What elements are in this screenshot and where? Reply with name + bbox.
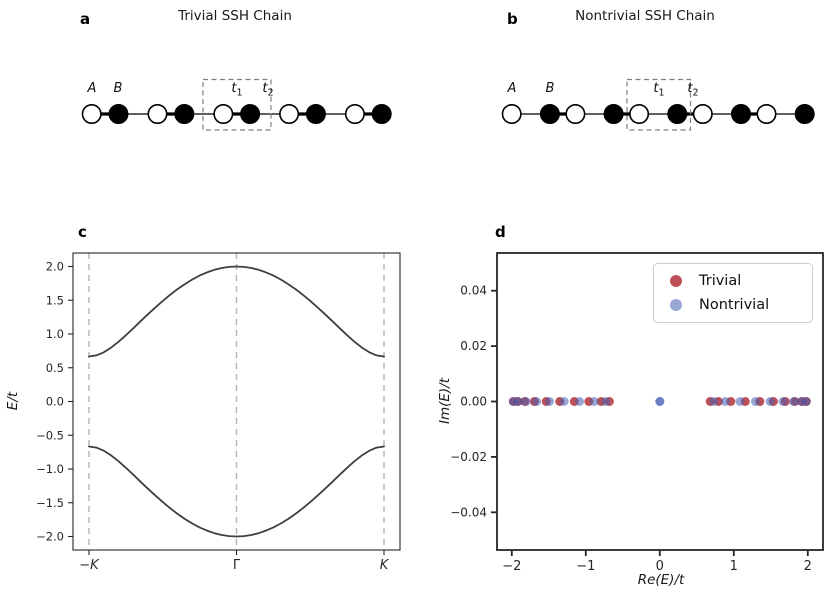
chain-site-open [692,104,713,125]
y-axis-label-band: E/t [5,391,21,411]
scatter-point-nontrivial [789,397,799,406]
nontrivial-marker-icon [670,298,682,311]
y-tick-label: −0.02 [450,450,487,464]
site-label-A: A [507,81,517,96]
x-tick-label: 0 [656,559,664,574]
bond-label-t1: t1 [653,81,665,99]
chain-site-open [279,104,300,125]
y-tick-label: 0.04 [460,284,487,298]
chain-site-open [213,104,234,125]
bond-label-t2: t2 [262,81,274,99]
scatter-point-nontrivial [513,397,523,406]
band-curve [88,265,385,358]
scatter-point-nontrivial [750,397,760,406]
scatter-point-nontrivial [735,397,745,406]
site-label-B: B [113,81,123,96]
legend: Trivial Nontrivial [653,263,813,323]
chain-site-filled [108,104,129,125]
scatter-point-nontrivial [720,397,730,406]
scatter-point-nontrivial [575,397,585,406]
y-tick-label: −2.0 [36,530,64,544]
bond-label-t2: t2 [687,81,699,99]
chain-site-filled [174,104,195,125]
legend-entry-nontrivial: Nontrivial [654,297,812,313]
y-tick-label: −1.0 [36,462,64,476]
scatter-point-nontrivial [521,397,531,406]
panel-letter-b: b [507,10,518,28]
scatter-point-nontrivial [765,397,775,406]
chain-site-open [756,104,777,125]
y-tick-label: 0.0 [46,395,64,409]
chain-site-open [501,104,522,125]
unit-cell-box [626,78,692,131]
band-curve [88,445,385,538]
chain-site-open [81,104,102,125]
scatter-point-nontrivial [778,397,788,406]
scatter-point-nontrivial [589,397,599,406]
site-label-A: A [87,81,97,96]
x-tick-label: −K [79,558,100,573]
chain-site-open [565,104,586,125]
chain-site-filled [539,104,560,125]
title-nontrivial-chain: Nontrivial SSH Chain [575,8,715,24]
scatter-point-nontrivial [655,397,665,406]
y-tick-label: −0.04 [450,505,487,519]
scatter-point-nontrivial [801,397,811,406]
x-tick-label: K [380,558,390,573]
legend-label-trivial: Trivial [699,273,742,290]
bond-label-t1: t1 [231,81,243,99]
panel-letter-c: c [78,223,87,241]
chain-site-filled [730,104,751,125]
y-tick-label: −1.5 [36,496,64,510]
y-tick-label: 0.02 [460,339,487,353]
site-label-B: B [545,81,555,96]
chain-site-filled [371,104,392,125]
y-tick-label: −0.5 [36,428,64,442]
chain-site-filled [240,104,261,125]
trivial-marker-icon [670,275,682,288]
x-tick-label: 1 [730,559,738,574]
chain-site-open [147,104,168,125]
panel-letter-a: a [80,10,91,28]
chain-site-open [344,104,365,125]
panel-letter-d: d [495,223,506,241]
scatter-point-nontrivial [544,397,554,406]
x-tick-label: Γ [233,558,241,573]
x-axis-label-spectrum: Re(E)/t [637,572,685,588]
x-tick-label: −2 [502,559,521,574]
chain-site-filled [603,104,624,125]
x-tick-label: 2 [804,559,812,574]
chain-site-filled [667,104,688,125]
x-tick-label: −1 [576,559,595,574]
scatter-point-nontrivial [601,397,611,406]
chain-site-filled [794,104,815,125]
scatter-point-nontrivial [532,397,542,406]
y-tick-label: 1.5 [46,293,64,307]
unit-cell-box [202,78,272,131]
y-tick-label: 1.0 [46,327,64,341]
title-trivial-chain: Trivial SSH Chain [178,8,292,24]
scatter-point-nontrivial [709,397,719,406]
legend-label-nontrivial: Nontrivial [699,296,770,313]
scatter-point-nontrivial [559,397,569,406]
y-tick-label: 0.00 [460,395,487,409]
y-tick-label: 2.0 [46,260,64,274]
chain-site-filled [305,104,326,125]
y-axis-label-spectrum: Im(E)/t [437,377,453,425]
legend-entry-trivial: Trivial [654,273,812,289]
chain-site-open [629,104,650,125]
y-tick-label: 0.5 [46,361,64,375]
